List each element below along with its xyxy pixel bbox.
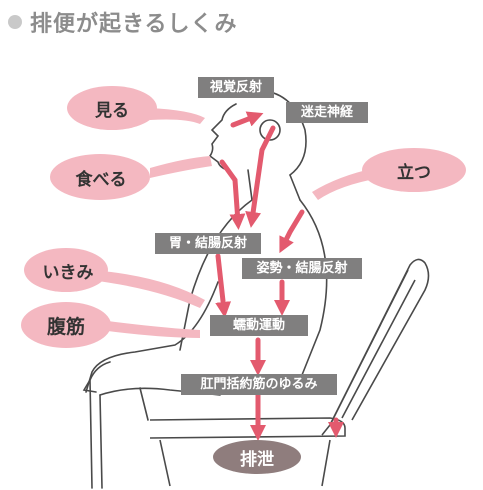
- reflex-sphincter: 肛門括約筋のゆるみ: [181, 374, 337, 395]
- page-title: 排便が起きるしくみ: [30, 12, 238, 37]
- reflex-postural: 姿勢・結腸反射: [242, 258, 362, 279]
- reflex-peristalsis: 蠕動運動: [210, 315, 308, 336]
- stimulus-eat: 食べる: [75, 169, 127, 190]
- outcome-defecation: 排泄: [213, 440, 301, 474]
- reflex-visual: 視覚反射: [198, 77, 274, 98]
- stimulus-see: 見る: [95, 100, 129, 121]
- toilet-drawing: [149, 258, 430, 487]
- person-drawing: [82, 89, 328, 489]
- title-row: 排便が起きるしくみ: [8, 6, 237, 38]
- reflex-gastrocolic: 胃・結腸反射: [155, 233, 261, 254]
- reflex-vagus: 迷走神経: [286, 102, 368, 123]
- stimulus-clouds: [21, 86, 466, 348]
- stimulus-strain: いきみ: [42, 262, 94, 283]
- flow-arrows: [215, 111, 345, 442]
- stimulus-stand: 立つ: [397, 162, 431, 183]
- title-bullet-icon: [8, 15, 22, 29]
- stimulus-arrows: [90, 108, 380, 338]
- stimulus-abdominal: 腹筋: [46, 315, 85, 338]
